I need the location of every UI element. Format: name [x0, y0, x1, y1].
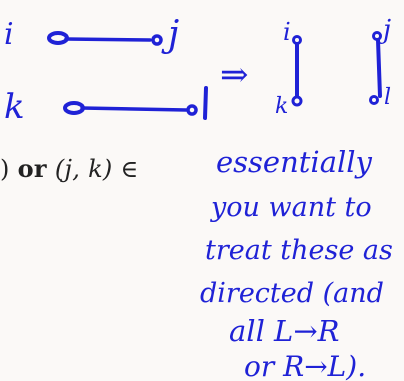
node-label-j: j — [161, 14, 179, 55]
note-line-6: or R→L). — [244, 350, 366, 381]
note-line-1: essentially — [216, 145, 373, 179]
edge-i-j — [64, 37, 152, 42]
printed-prefix: ) — [0, 155, 10, 183]
right-node-k — [291, 95, 303, 107]
implies-arrow: ⇒ — [220, 55, 249, 95]
right-edge-j-l — [376, 38, 382, 98]
note-line-2: you want to — [210, 192, 372, 223]
node-label-i: i — [4, 17, 14, 52]
printed-keyword: or — [17, 154, 47, 183]
note-line-4: directed (and — [200, 278, 384, 309]
right-label-k: k — [275, 94, 288, 119]
right-label-l: l — [384, 85, 391, 110]
node-j-dot — [151, 34, 163, 46]
node-label-l-stroke — [203, 86, 208, 120]
node-l-dot — [186, 104, 198, 116]
printed-symbol: ∈ — [120, 155, 139, 183]
edge-k-l — [80, 106, 188, 112]
note-line-5: all L→R — [229, 314, 339, 348]
node-label-k: k — [4, 87, 25, 127]
right-node-l — [369, 95, 379, 105]
printed-text-line: ) or (j, k) ∈ — [0, 154, 139, 183]
note-line-3: treat these as — [205, 235, 393, 266]
right-label-i: i — [283, 18, 291, 46]
node-i-dot — [47, 31, 69, 45]
handwritten-note: essentially you want to treat these as d… — [200, 145, 393, 381]
printed-pair: (j, k) — [54, 155, 113, 183]
